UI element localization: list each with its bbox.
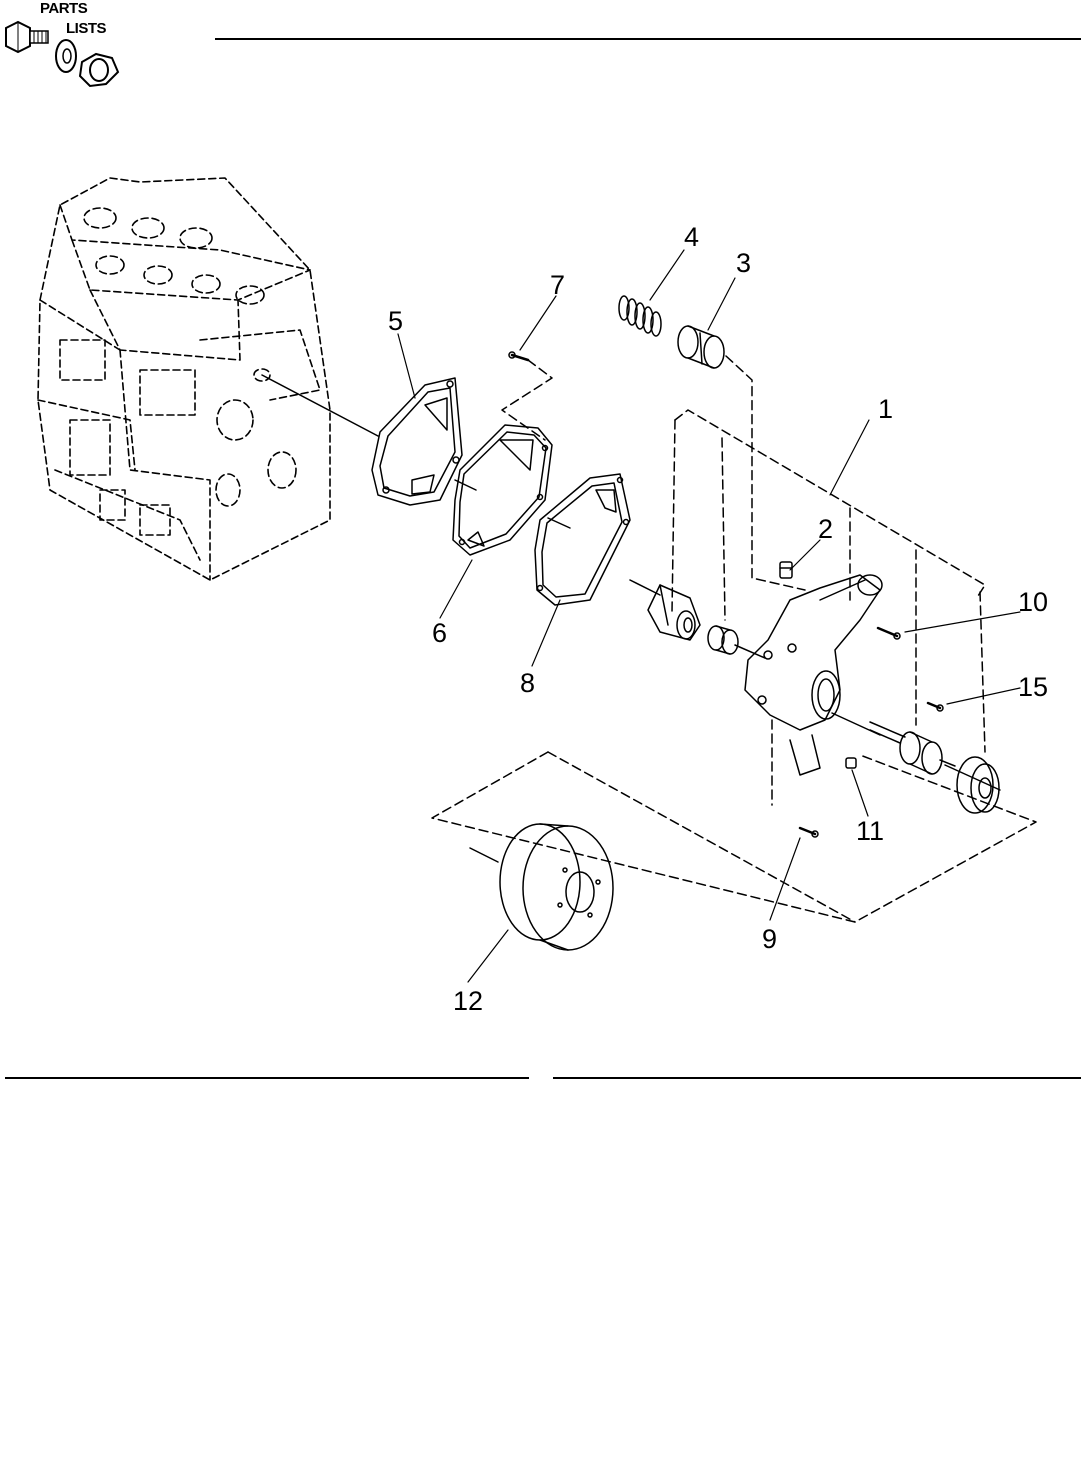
bolt-15 [928, 703, 943, 711]
bolt-9 [800, 828, 818, 837]
shaft-bearing [870, 722, 955, 774]
bolt-10 [878, 628, 900, 639]
callout-2: 2 [818, 514, 833, 544]
mounting-leader-line [262, 375, 378, 436]
callout-6: 6 [432, 618, 447, 648]
callout-3: 3 [736, 248, 751, 278]
callout-12: 12 [453, 986, 483, 1016]
callout-labels: 1 2 3 4 5 6 7 8 9 10 11 12 15 [388, 222, 1048, 1016]
engine-block [38, 178, 330, 580]
gasket-5 [372, 378, 462, 505]
gasket-8 [535, 474, 630, 605]
impeller [648, 585, 700, 640]
callout-9: 9 [762, 924, 777, 954]
callout-4: 4 [684, 222, 699, 252]
callout-1: 1 [878, 394, 893, 424]
bolt-7 [509, 352, 528, 360]
callout-15: 15 [1018, 672, 1048, 702]
callout-5: 5 [388, 306, 403, 336]
callout-8: 8 [520, 668, 535, 698]
spring-4 [619, 296, 661, 336]
pump-housing [745, 575, 882, 775]
fitting-11 [846, 758, 856, 768]
callout-7: 7 [550, 270, 565, 300]
callout-11: 11 [856, 816, 884, 846]
callout-10: 10 [1018, 587, 1048, 617]
seal [708, 626, 738, 654]
hub-flange [957, 757, 999, 813]
pulley-12 [500, 824, 613, 950]
thermostat-3 [678, 326, 724, 368]
